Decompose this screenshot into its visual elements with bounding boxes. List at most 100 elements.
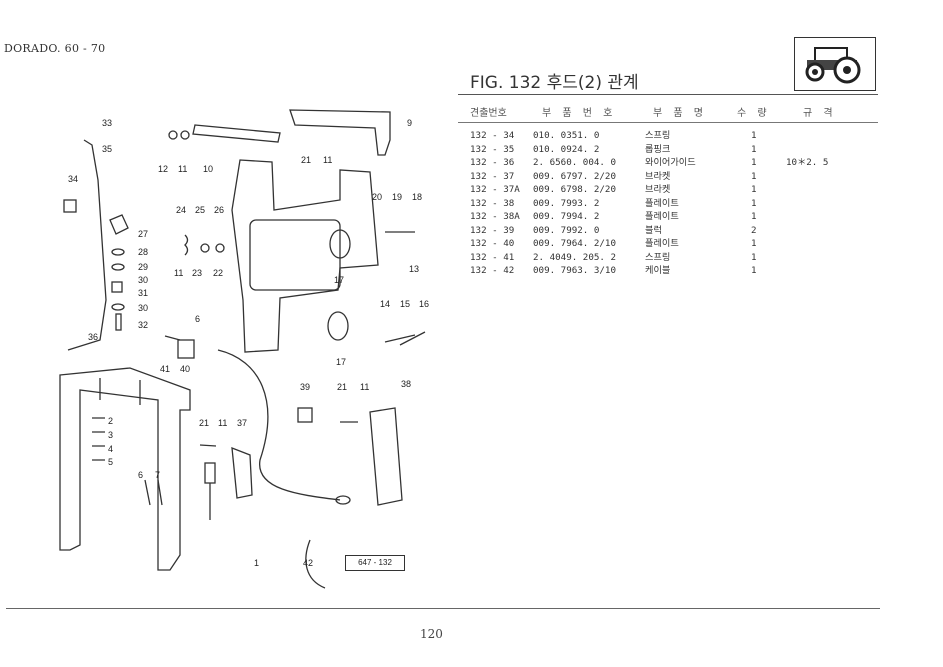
cell-ref: 132 - 41: [470, 251, 515, 263]
callout-label: 28: [138, 247, 148, 257]
callout-label: 38: [401, 379, 411, 389]
cell-qty: 1: [751, 143, 757, 155]
callout-label: 11: [218, 418, 227, 428]
cell-qty: 1: [751, 251, 757, 263]
footer-divider: [6, 608, 880, 609]
cell-qty: 1: [751, 238, 757, 249]
col-part-name: 부 품 명: [653, 108, 707, 119]
cell-name: 스프링: [645, 130, 671, 141]
callout-label: 39: [300, 382, 310, 392]
callout-label: 31: [138, 288, 148, 298]
cell-ref: 132 - 39: [470, 224, 515, 236]
callout-label: 4: [108, 444, 113, 454]
cell-part: 009. 7994. 2: [533, 211, 600, 222]
diagram-linework: [59, 109, 426, 589]
cell-qty: 2: [751, 224, 757, 236]
callout-label: 11: [178, 164, 187, 174]
page-number: 120: [420, 627, 443, 641]
cell-qty: 1: [751, 184, 757, 195]
cell-part: 010. 0351. 0: [533, 130, 600, 141]
callout-label: 17: [336, 357, 346, 367]
cell-ref: 132 - 34: [470, 130, 515, 141]
parts-table: 132 - 34 010. 0351. 0 스프링 1 132 - 35 010…: [470, 129, 880, 289]
drawing-number-stamp: 647 - 132: [345, 555, 405, 571]
cell-qty: 1: [751, 197, 757, 209]
callout-label: 1: [254, 558, 259, 568]
cell-ref: 132 - 35: [470, 143, 515, 155]
callout-label: 30: [138, 275, 148, 285]
callout-label: 19: [392, 192, 402, 202]
callout-label: 11: [323, 155, 332, 165]
callout-label: 22: [213, 268, 223, 278]
cell-qty: 1: [751, 211, 757, 222]
cell-qty: 1: [751, 130, 757, 141]
cell-name: 플레이트: [645, 211, 679, 222]
cell-part: 009. 7964. 2/10: [533, 238, 616, 249]
callout-label: 26: [214, 205, 224, 215]
cell-ref: 132 - 40: [470, 238, 515, 249]
callout-label: 14: [380, 299, 390, 309]
callout-label: 10: [203, 164, 213, 174]
callout-label: 35: [102, 144, 112, 154]
cell-name: 플레이트: [645, 197, 679, 209]
divider: [458, 94, 878, 95]
col-part-number: 부 품 번 호: [542, 108, 617, 119]
callout-label: 11: [360, 382, 369, 392]
callout-labels: 33 35 34 27 28 29 30 31 30 32 36 12 11 1…: [68, 118, 429, 568]
cell-name: 블럭: [645, 224, 662, 236]
model-label: DORADO. 60 - 70: [4, 42, 106, 55]
callout-label: 17: [334, 275, 344, 285]
cell-part: 009. 7993. 2: [533, 197, 600, 209]
cell-ref: 132 - 42: [470, 265, 515, 276]
figure-title: FIG. 132 후드(2) 관계: [470, 73, 639, 93]
callout-label: 21: [301, 155, 311, 165]
cell-name: 케이블: [645, 265, 671, 276]
callout-label: 15: [400, 299, 410, 309]
cell-part: 009. 7963. 3/10: [533, 265, 616, 276]
cell-name: 브라켓: [645, 170, 671, 182]
cell-spec: 10＊2. 5: [786, 157, 829, 168]
col-ref: 견출번호: [470, 108, 507, 119]
divider: [458, 122, 878, 123]
cell-part: 009. 6798. 2/20: [533, 184, 616, 195]
cell-name: 와이어가이드: [645, 157, 696, 168]
callout-label: 32: [138, 320, 148, 330]
callout-label: 42: [303, 558, 313, 568]
cell-ref: 132 - 37: [470, 170, 515, 182]
exploded-parts-diagram: 33 35 34 27 28 29 30 31 30 32 36 12 11 1…: [59, 109, 429, 589]
col-spec: 규 격: [803, 108, 837, 119]
callout-label: 9: [407, 118, 412, 128]
callout-label: 20: [372, 192, 382, 202]
callout-label: 5: [108, 457, 113, 467]
cell-part: 2. 6560. 004. 0: [533, 157, 616, 168]
callout-label: 27: [138, 229, 148, 239]
callout-label: 25: [195, 205, 205, 215]
callout-label: 11: [174, 268, 183, 278]
callout-label: 33: [102, 118, 112, 128]
callout-label: 12: [158, 164, 168, 174]
cell-qty: 1: [751, 157, 757, 168]
callout-label: 6: [195, 314, 200, 324]
callout-label: 29: [138, 262, 148, 272]
callout-label: 7: [155, 470, 160, 480]
callout-label: 2: [108, 416, 113, 426]
callout-label: 23: [192, 268, 202, 278]
cell-part: 009. 7992. 0: [533, 224, 600, 236]
cell-part: 2. 4049. 205. 2: [533, 251, 616, 263]
tractor-icon: [805, 47, 861, 84]
callout-label: 41: [160, 364, 170, 374]
callout-label: 3: [108, 430, 113, 440]
cell-ref: 132 - 37A: [470, 184, 520, 195]
cell-name: 플레이트: [645, 238, 679, 249]
cell-part: 009. 6797. 2/20: [533, 170, 616, 182]
callout-label: 18: [412, 192, 422, 202]
callout-label: 34: [68, 174, 78, 184]
callout-label: 21: [337, 382, 347, 392]
callout-label: 21: [199, 418, 209, 428]
callout-label: 6: [138, 470, 143, 480]
cell-ref: 132 - 36: [470, 157, 515, 168]
tractor-logo: [794, 37, 876, 91]
callout-label: 40: [180, 364, 190, 374]
cell-name: 스프링: [645, 251, 671, 263]
callout-label: 37: [237, 418, 247, 428]
